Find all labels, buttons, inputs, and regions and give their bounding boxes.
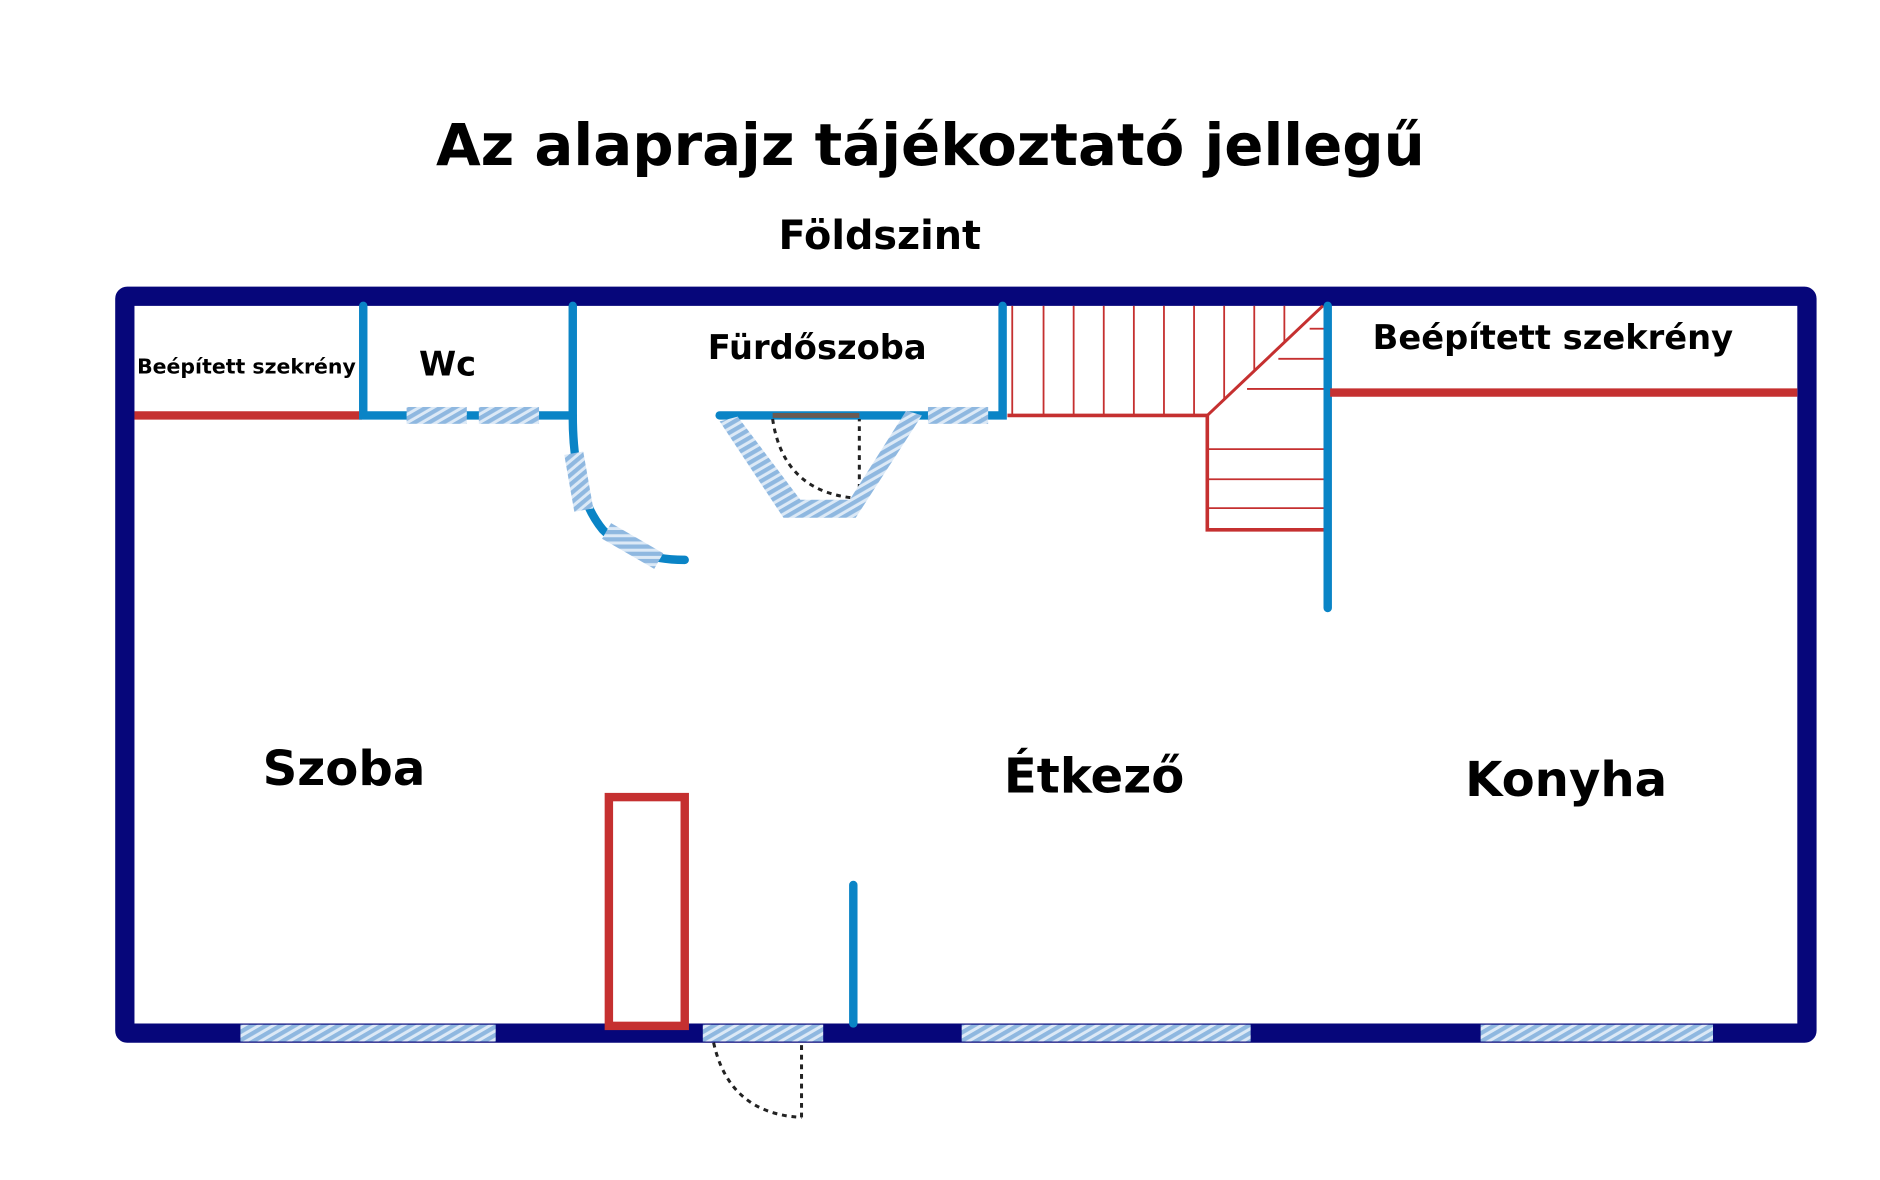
wc-door: [406, 406, 467, 424]
room-label-etkezo: Étkező: [1004, 747, 1184, 804]
bathroom-window: [927, 406, 989, 424]
wc-label: Wc: [419, 345, 476, 384]
sliding-door: [602, 523, 664, 569]
window: [961, 1024, 1251, 1042]
exterior-windows: [240, 1024, 1714, 1042]
plan-title: Az alaprajz tájékoztató jellegű: [436, 111, 1425, 179]
sliding-door: [564, 451, 594, 512]
shower-enclosure: [719, 410, 922, 518]
closet-right-label: Beépített szekrény: [1373, 318, 1733, 357]
room-label-szoba: Szoba: [263, 741, 426, 797]
staircase: [1007, 304, 1326, 532]
wc-walls: [359, 301, 689, 565]
entrance-door-swing: [712, 1042, 804, 1119]
wc-door: [478, 406, 540, 424]
outer-wall: [115, 286, 1817, 1043]
window: [1480, 1024, 1714, 1042]
room-label-konyha: Konyha: [1465, 752, 1667, 808]
chimney: [604, 792, 689, 1031]
closet-left-label: Beépített szekrény: [137, 354, 356, 378]
window: [240, 1024, 496, 1042]
bathroom-label: Fürdőszoba: [708, 328, 927, 367]
floor-label: Földszint: [779, 213, 982, 259]
entrance-door: [702, 1024, 824, 1042]
